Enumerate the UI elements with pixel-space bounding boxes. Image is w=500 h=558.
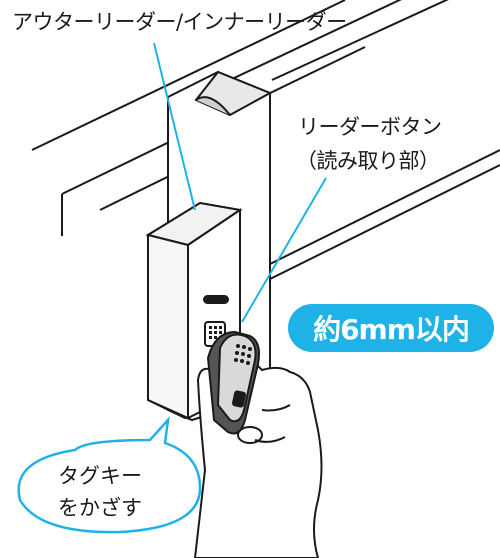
reader-label: アウターリーダー/インナーリーダー (12, 10, 347, 34)
tag-instruction-line2: をかざす (58, 496, 142, 520)
speech-bubble (17, 416, 202, 534)
reader-button-label: リーダーボタン (298, 115, 442, 139)
reader-button-sublabel: （読み取り部） (296, 149, 440, 173)
tag-dots (234, 344, 252, 365)
door-frame (31, 0, 500, 281)
distance-badge: 約6mm以内 (288, 304, 494, 352)
tag-key (206, 330, 263, 444)
leader-lines (153, 42, 327, 323)
tag-instruction-line1: タグキー (58, 464, 142, 488)
